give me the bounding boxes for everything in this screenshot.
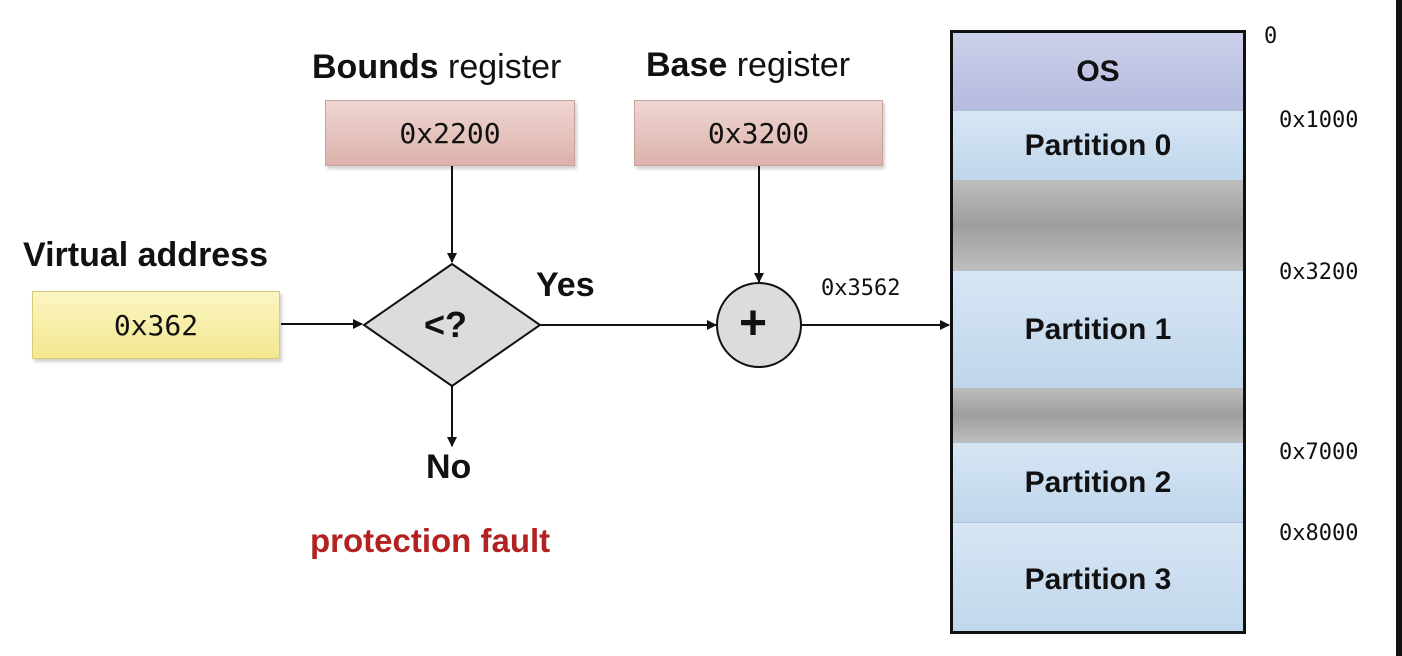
memory-partition-2-label: Partition 2 xyxy=(1024,465,1172,499)
base-register-title: Base register xyxy=(646,46,850,85)
base-register-title-bold: Base xyxy=(646,46,728,84)
bounds-register-title-bold: Bounds xyxy=(312,48,439,86)
protection-fault-label: protection fault xyxy=(310,522,551,559)
base-register-box: 0x3200 xyxy=(634,100,883,166)
bounds-register-value: 0x2200 xyxy=(399,116,501,150)
physical-memory: OS Partition 0 Partition 1 Partition 2 P… xyxy=(950,30,1246,634)
memory-os-label: OS xyxy=(1076,54,1120,88)
virtual-address-box: 0x362 xyxy=(32,291,280,359)
memory-os: OS xyxy=(953,33,1243,110)
memory-partition-0-label: Partition 0 xyxy=(1024,128,1172,162)
yes-label: Yes xyxy=(536,266,595,304)
no-label: No xyxy=(426,448,472,486)
memory-partition-0: Partition 0 xyxy=(953,110,1243,180)
compare-symbol: <? xyxy=(424,304,468,345)
bounds-register-title-rest: register xyxy=(438,48,562,86)
virtual-address-title: Virtual address xyxy=(23,236,269,274)
virtual-address-value: 0x362 xyxy=(113,308,199,342)
memory-gap-1 xyxy=(953,180,1243,270)
address-label-0: 0 xyxy=(1264,24,1278,49)
bounds-register-box: 0x2200 xyxy=(325,100,575,166)
base-register-title-rest: register xyxy=(727,46,851,84)
right-edge-bar xyxy=(1396,0,1402,656)
address-label-2: 0x3200 xyxy=(1279,260,1359,285)
memory-partition-1-label: Partition 1 xyxy=(1024,312,1172,346)
base-register-value: 0x3200 xyxy=(707,116,810,150)
memory-partition-3: Partition 3 xyxy=(953,522,1243,631)
bounds-register-title: Bounds register xyxy=(312,48,561,87)
address-label-4: 0x8000 xyxy=(1279,521,1359,546)
address-label-3: 0x7000 xyxy=(1279,440,1359,465)
physical-address-label: 0x3562 xyxy=(821,276,901,301)
memory-partition-2: Partition 2 xyxy=(953,442,1243,522)
memory-gap-2 xyxy=(953,388,1243,442)
memory-partition-1: Partition 1 xyxy=(953,270,1243,388)
adder-symbol: + xyxy=(739,297,768,350)
address-label-1: 0x1000 xyxy=(1279,108,1359,133)
memory-partition-3-label: Partition 3 xyxy=(1024,563,1172,596)
